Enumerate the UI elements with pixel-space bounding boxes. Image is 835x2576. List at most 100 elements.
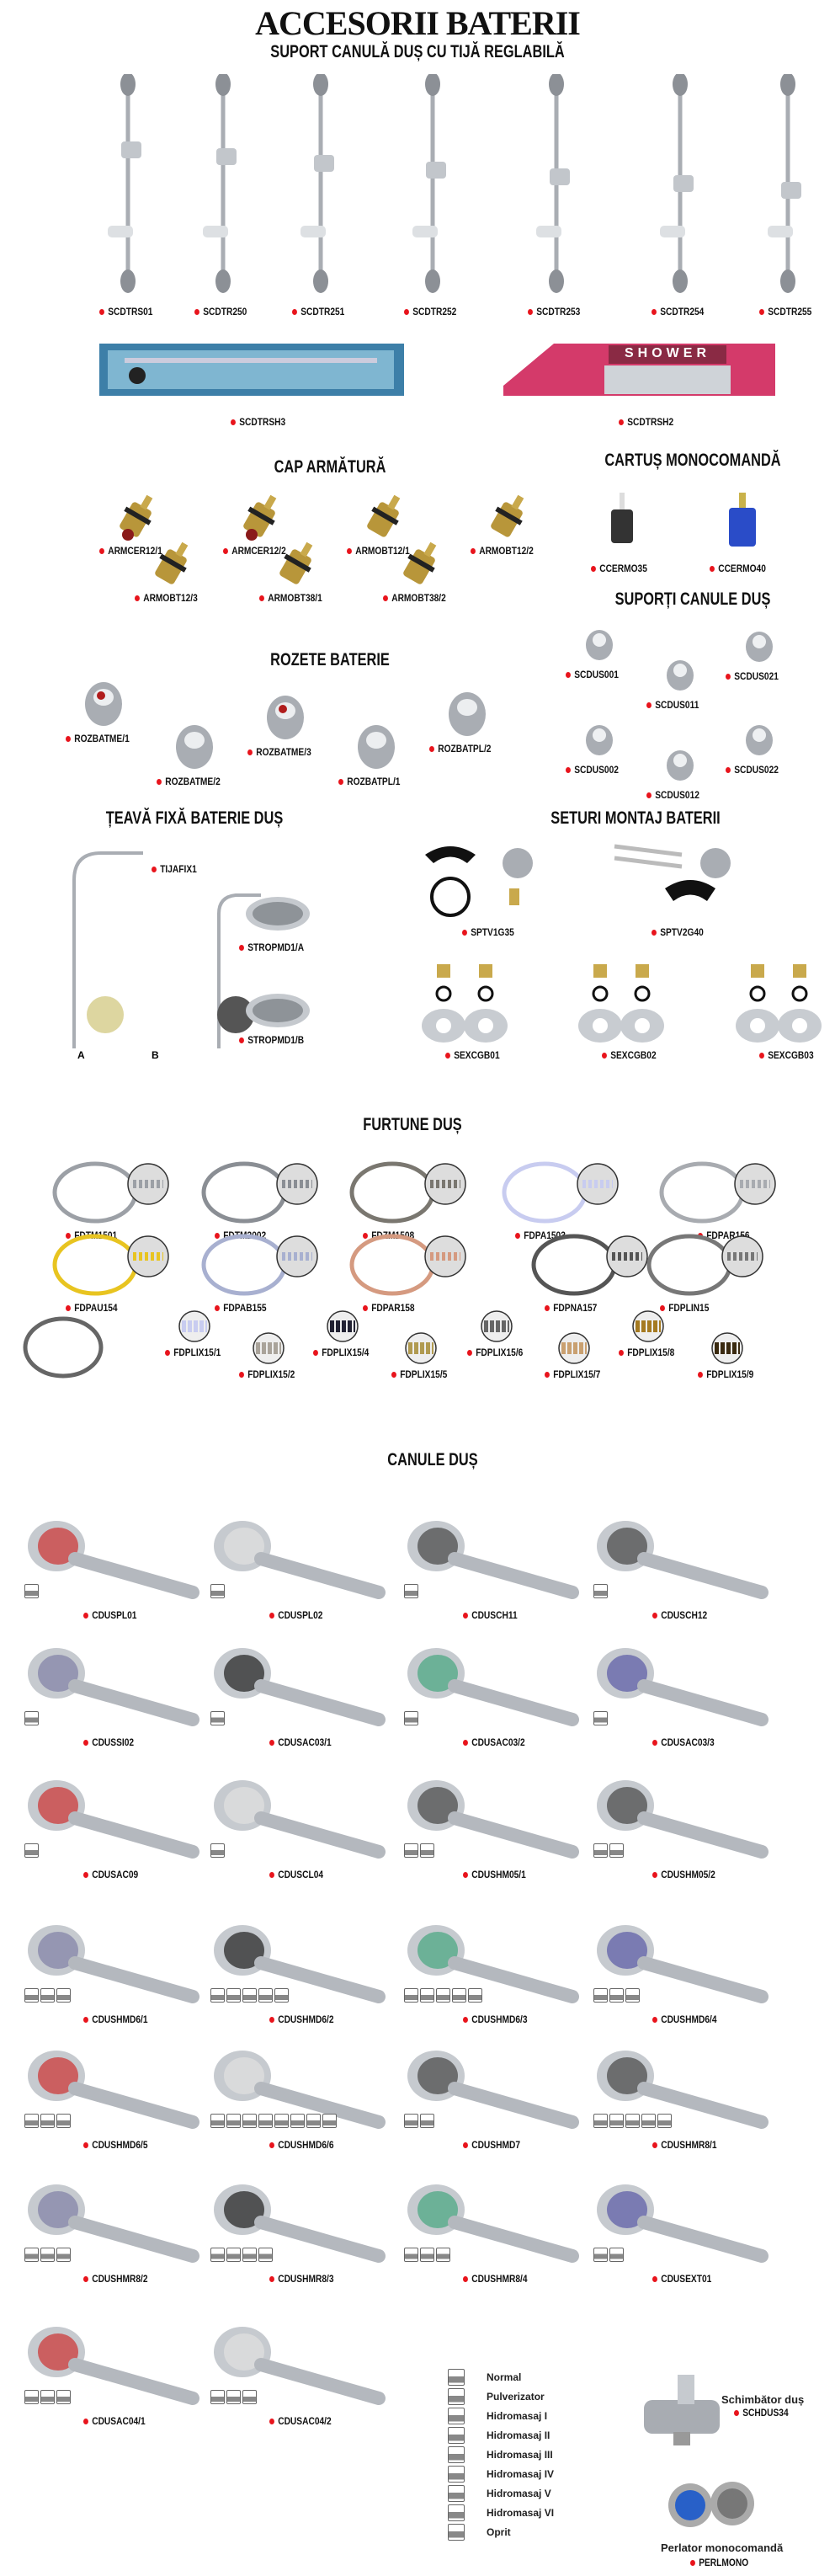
product-code[interactable]: SCDTRS01 <box>99 306 152 317</box>
product-code[interactable]: STROPMD1/B <box>239 1034 304 1046</box>
hand-shower-image[interactable] <box>404 2176 581 2269</box>
product-code[interactable]: SEXCGB03 <box>759 1049 814 1061</box>
product-code[interactable]: ARMOBT38/1 <box>259 592 322 604</box>
product-code[interactable]: ARMCER12/1 <box>99 545 162 557</box>
hand-shower-image[interactable] <box>24 2318 201 2411</box>
shower-head-image[interactable] <box>244 989 311 1032</box>
shower-holder-image[interactable] <box>742 722 776 760</box>
product-code[interactable]: ROZBATPL/2 <box>429 743 491 755</box>
mounting-kit-image[interactable] <box>606 838 741 922</box>
mounting-kit-image[interactable] <box>417 838 551 922</box>
shower-hose-image[interactable] <box>49 1160 175 1226</box>
shower-hose-image[interactable] <box>17 1314 118 1381</box>
product-code[interactable]: CDUSHMR8/4 <box>463 2273 528 2285</box>
product-code[interactable]: SCHDUS34 <box>734 2407 789 2419</box>
product-code[interactable]: CDUSAC04/2 <box>269 2415 332 2427</box>
product-code[interactable]: CDUSHMR8/3 <box>269 2273 334 2285</box>
aerator-image[interactable] <box>665 2480 758 2531</box>
valve-cartridge-image[interactable] <box>400 540 442 590</box>
mounting-kit-image[interactable] <box>734 960 827 1044</box>
product-code[interactable]: ARMCER12/2 <box>223 545 286 557</box>
product-code[interactable]: CDUSHMD7 <box>463 2139 520 2151</box>
shower-hose-image[interactable] <box>528 1233 654 1299</box>
shower-head-image[interactable] <box>244 893 311 935</box>
product-code[interactable]: STROPMD1/A <box>239 941 304 953</box>
mounting-kit-image[interactable] <box>420 960 513 1044</box>
hand-shower-image[interactable] <box>593 1917 770 2009</box>
product-code[interactable]: FDPAB155 <box>215 1302 267 1314</box>
product-code[interactable]: FDPLIX15/6 <box>467 1347 523 1358</box>
faucet-handle-image[interactable] <box>355 723 397 772</box>
faucet-handle-image[interactable] <box>173 723 215 772</box>
hose-detail-image[interactable] <box>557 1331 591 1365</box>
product-code[interactable]: CDUSAC03/2 <box>463 1736 525 1748</box>
hand-shower-image[interactable] <box>24 1640 201 1732</box>
hand-shower-image[interactable] <box>24 1772 201 1864</box>
hand-shower-image[interactable] <box>210 1512 387 1605</box>
product-code[interactable]: CDUSCH12 <box>652 1609 707 1621</box>
shower-hose-image[interactable] <box>498 1160 625 1226</box>
product-code[interactable]: SCDTR252 <box>404 306 456 317</box>
product-code[interactable]: SCDUS001 <box>566 669 619 680</box>
product-code[interactable]: FDPLIX15/1 <box>165 1347 221 1358</box>
product-code[interactable]: ROZBATPL/1 <box>338 776 400 787</box>
hand-shower-image[interactable] <box>210 2318 387 2411</box>
hand-shower-image[interactable] <box>404 1640 581 1732</box>
product-code[interactable]: SCDTRSH3 <box>231 416 285 428</box>
product-code[interactable]: CDUSHM05/1 <box>463 1869 526 1880</box>
valve-cartridge-image[interactable] <box>487 493 529 543</box>
product-code[interactable]: CDUSAC03/1 <box>269 1736 332 1748</box>
hose-detail-image[interactable] <box>404 1331 438 1365</box>
product-code[interactable]: CDUSHMR8/2 <box>83 2273 148 2285</box>
valve-cartridge-image[interactable] <box>240 493 282 543</box>
hose-detail-image[interactable] <box>710 1331 744 1365</box>
product-code[interactable]: FDPLIX15/5 <box>391 1368 447 1380</box>
shower-diverter-image[interactable] <box>636 2375 728 2451</box>
shower-holder-image[interactable] <box>582 722 616 760</box>
hand-shower-image[interactable] <box>593 1772 770 1864</box>
cartridge-image[interactable] <box>726 493 759 552</box>
product-code[interactable]: CDUSCH11 <box>463 1609 518 1621</box>
shower-rail-image[interactable] <box>768 72 810 295</box>
product-code[interactable]: CDUSHMD6/5 <box>83 2139 148 2151</box>
hand-shower-image[interactable] <box>404 1917 581 2009</box>
product-code[interactable]: CDUSAC04/1 <box>83 2415 146 2427</box>
hand-shower-image[interactable] <box>210 1640 387 1732</box>
shower-hose-image[interactable] <box>198 1233 324 1299</box>
product-code[interactable]: CDUSHMD6/3 <box>463 2013 528 2025</box>
product-code[interactable]: CDUSHM05/2 <box>652 1869 715 1880</box>
mounting-kit-image[interactable] <box>577 960 669 1044</box>
product-code[interactable]: FDPLIN15 <box>660 1302 709 1314</box>
shower-holder-image[interactable] <box>582 627 616 665</box>
shower-hose-image[interactable] <box>198 1160 324 1226</box>
hose-detail-image[interactable] <box>178 1309 211 1343</box>
product-code[interactable]: CDUSAC03/3 <box>652 1736 715 1748</box>
product-code[interactable]: SCDTR251 <box>292 306 344 317</box>
product-code[interactable]: SCDTR253 <box>528 306 580 317</box>
hand-shower-image[interactable] <box>24 2176 201 2269</box>
faucet-handle-image[interactable] <box>264 694 306 743</box>
product-code[interactable]: CCERMO35 <box>591 563 647 574</box>
hand-shower-image[interactable] <box>24 1917 201 2009</box>
product-code[interactable]: FDPLIX15/2 <box>239 1368 295 1380</box>
product-code[interactable]: ARMOBT12/2 <box>471 545 534 557</box>
shower-hose-image[interactable] <box>643 1233 769 1299</box>
shower-rail-image[interactable] <box>412 72 455 295</box>
hand-shower-image[interactable] <box>593 2176 770 2269</box>
product-code[interactable]: CDUSHMD6/1 <box>83 2013 148 2025</box>
hand-shower-image[interactable] <box>210 1917 387 2009</box>
shower-holder-image[interactable] <box>742 628 776 667</box>
product-code[interactable]: CCERMO40 <box>710 563 766 574</box>
product-code[interactable]: CDUSCL04 <box>269 1869 323 1880</box>
product-code[interactable]: SCDTR254 <box>652 306 704 317</box>
shower-set-package-image[interactable] <box>99 344 404 396</box>
hand-shower-image[interactable] <box>210 2176 387 2269</box>
hand-shower-image[interactable] <box>210 2042 387 2135</box>
hand-shower-image[interactable] <box>593 2042 770 2135</box>
cartridge-image[interactable] <box>606 493 640 552</box>
product-code[interactable]: ARMOBT38/2 <box>383 592 446 604</box>
hand-shower-image[interactable] <box>593 1640 770 1732</box>
product-code[interactable]: ARMOBT12/1 <box>347 545 410 557</box>
shower-rail-image[interactable] <box>536 72 578 295</box>
shower-holder-image[interactable] <box>663 747 697 786</box>
